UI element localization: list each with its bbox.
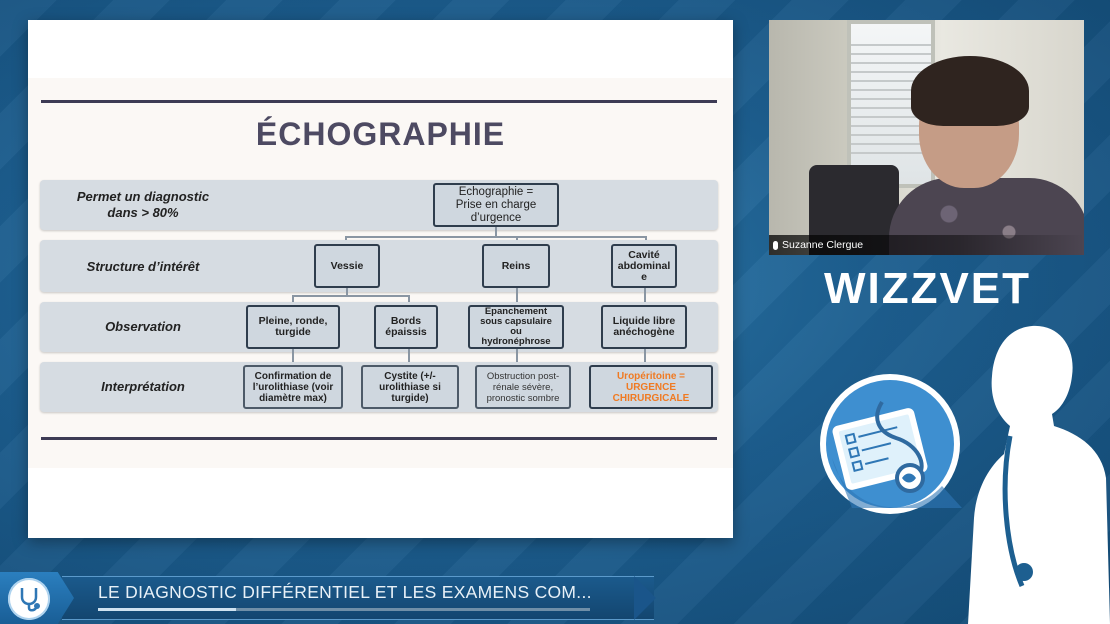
clipboard-stethoscope-icon <box>820 374 962 514</box>
box-vessie: Vessie <box>314 244 380 288</box>
connector-line <box>516 349 518 363</box>
box-bords-epaissis: Bords épaissis <box>374 305 438 349</box>
slide-top-rule <box>41 100 717 103</box>
box-obstruction-post-renale: Obstruction post- rénale sévère, pronost… <box>475 365 571 409</box>
player-title-bar <box>62 576 654 620</box>
box-pleine-ronde-turgide: Pleine, ronde, turgide <box>246 305 340 349</box>
box-liquide-libre: Liquide libre anéchogène <box>601 305 687 349</box>
box-cystite: Cystite (+/- urolithiase si turgide) <box>361 365 459 409</box>
connector-line <box>292 295 294 303</box>
participant-name-bar: Suzanne Clergue <box>769 235 1084 255</box>
connector-line <box>495 227 497 237</box>
player-bar: LE DIAGNOSTIC DIFFÉRENTIEL ET LES EXAMEN… <box>0 572 1110 624</box>
connector-line <box>644 349 646 363</box>
stethoscope-icon[interactable] <box>8 578 50 620</box>
connector-line <box>292 349 294 363</box>
lesson-title: LE DIAGNOSTIC DIFFÉRENTIEL ET LES EXAMEN… <box>98 582 592 602</box>
box-cavite-abdominale: Cavité abdominal e <box>611 244 677 288</box>
connector-line <box>345 236 647 238</box>
connector-line <box>408 349 410 363</box>
row-label-diagnostic: Permet un diagnostic dans > 80% <box>76 189 210 220</box>
connector-line <box>516 288 518 302</box>
box-echographie-root: Echographie = Prise en charge d’urgence <box>433 183 559 227</box>
connector-line <box>644 288 646 302</box>
presentation-slide: ÉCHOGRAPHIE Permet un diagnostic dans > … <box>28 20 733 538</box>
microphone-icon <box>773 240 778 250</box>
connector-line <box>346 288 348 296</box>
row-label-structure: Structure d’intérêt <box>86 259 200 274</box>
veterinarian-silhouette-icon <box>968 325 1110 624</box>
webcam-feed: Suzanne Clergue <box>769 20 1084 255</box>
slide-title: ÉCHOGRAPHIE <box>255 116 506 152</box>
player-title-arrow <box>634 576 656 620</box>
playback-progress-bar[interactable] <box>98 608 590 611</box>
participant-name: Suzanne Clergue <box>782 239 864 251</box>
row-diagnostic <box>40 180 718 230</box>
box-uroperitoine-urgence: Uropéritoine = URGENCE CHIRURGICALE <box>589 365 713 409</box>
brand-name: WIZZVET <box>823 264 1032 313</box>
box-epanchement: Epanchement sous capsulaire ou hydronéph… <box>468 305 564 349</box>
connector-line <box>292 295 410 297</box>
box-reins: Reins <box>482 244 550 288</box>
row-label-interpretation: Interprétation <box>101 379 185 394</box>
box-confirmation-urolithiase: Confirmation de l’urolithiase (voir diam… <box>243 365 343 409</box>
connector-line <box>408 295 410 303</box>
presenter-hair <box>911 56 1029 126</box>
slide-bottom-rule <box>41 437 717 440</box>
row-label-observation: Observation <box>105 319 181 334</box>
playback-progress-fill <box>98 608 236 611</box>
